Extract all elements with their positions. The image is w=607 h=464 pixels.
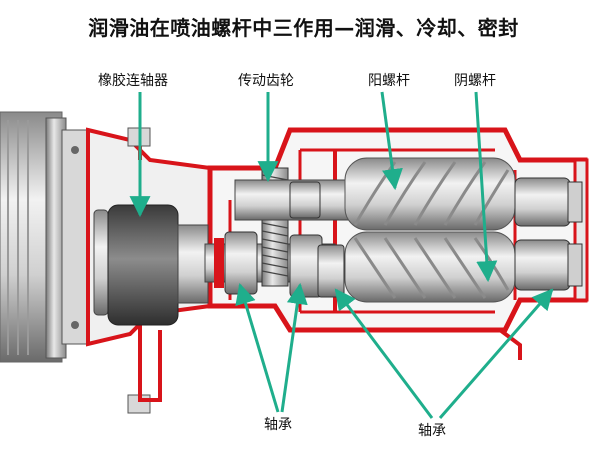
motor-housing bbox=[0, 111, 67, 363]
female-rotor-label: 阴螺杆 bbox=[454, 73, 496, 89]
bearing-arrow-4 bbox=[438, 288, 554, 419]
male-rotor-label: 阳螺杆 bbox=[368, 73, 410, 89]
gear-label: 传动齿轮 bbox=[238, 73, 294, 89]
motor-flange bbox=[61, 129, 89, 345]
bearing-arrow-1 bbox=[235, 282, 280, 413]
bearing-arrow-3 bbox=[334, 288, 434, 419]
bearing-arrow-2 bbox=[280, 282, 308, 413]
bearing-label-left: 轴承 bbox=[264, 417, 292, 433]
male-rotor-arrow bbox=[380, 91, 403, 191]
bearing-label-right: 轴承 bbox=[418, 423, 446, 439]
upper-bearing bbox=[289, 181, 321, 219]
female-rotor-arrow bbox=[474, 91, 498, 283]
male-rotor bbox=[344, 157, 516, 231]
diagram-title: 润滑油在喷油螺杆中三作用—润滑、冷却、密封 bbox=[88, 16, 519, 40]
right-bearings bbox=[514, 177, 583, 291]
female-rotor bbox=[344, 231, 516, 303]
coupling-label: 橡胶连轴器 bbox=[98, 73, 168, 89]
lower-bearing-1 bbox=[289, 234, 323, 298]
drive-bearing bbox=[214, 231, 258, 295]
rubber-coupling bbox=[93, 204, 209, 326]
lower-bearing-2 bbox=[317, 244, 345, 298]
